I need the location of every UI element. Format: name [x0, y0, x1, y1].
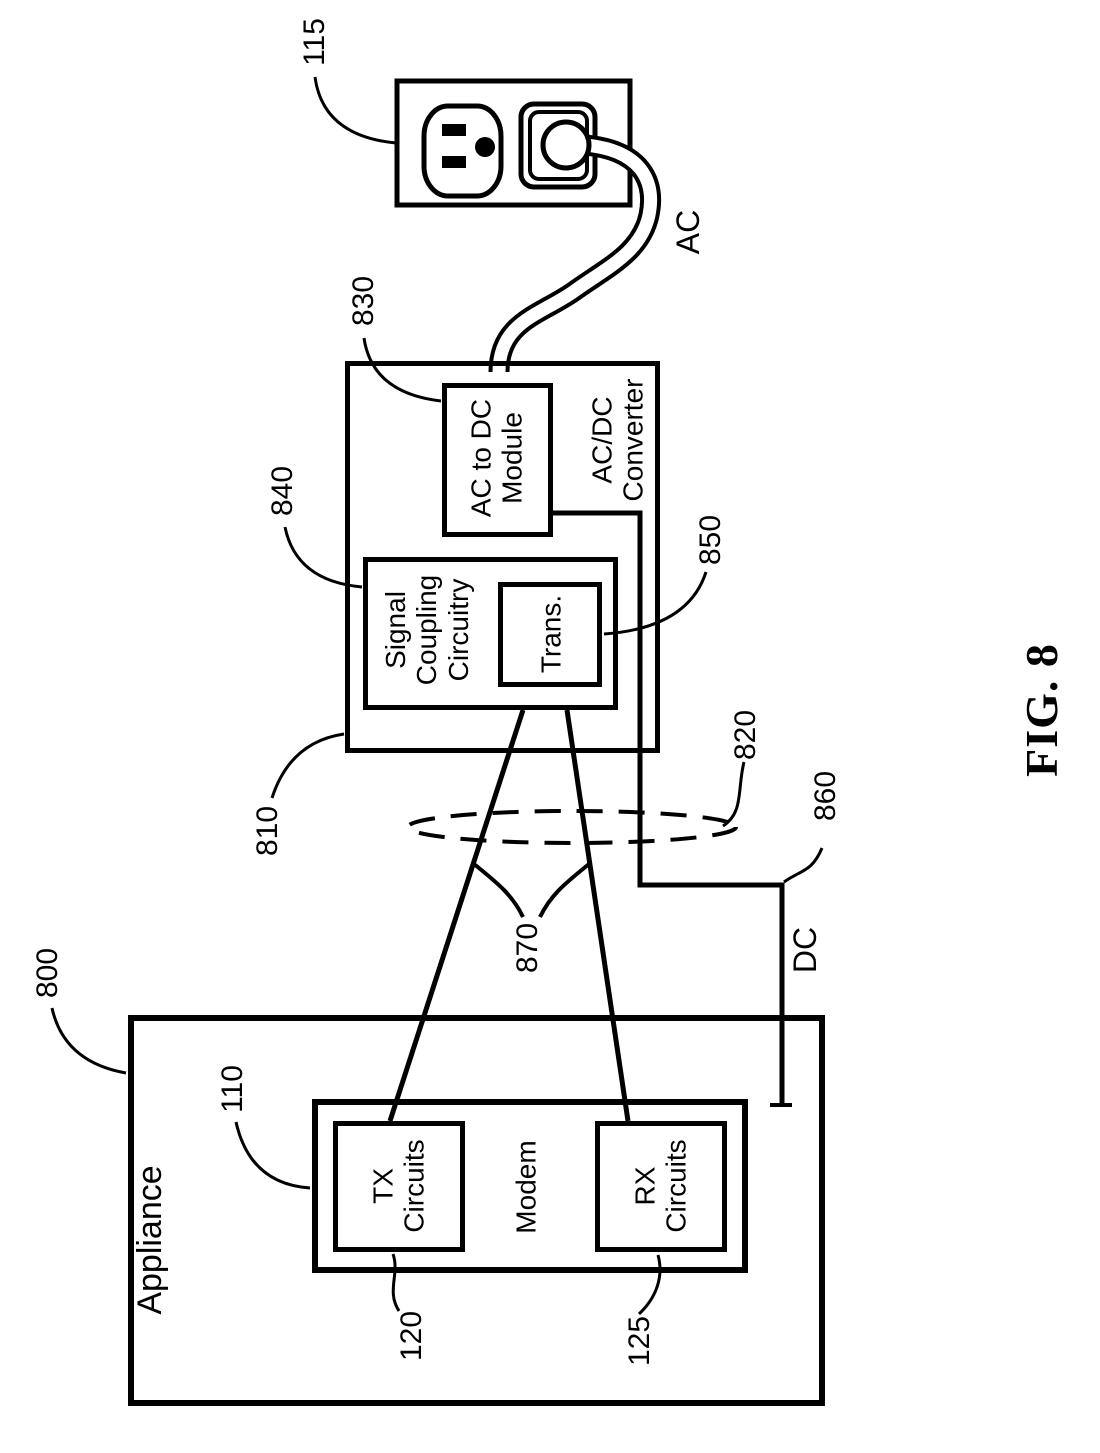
receptacle-ground-hole-icon	[475, 137, 495, 157]
dc-wire-label: DC	[787, 926, 824, 974]
ref-850-transformer: 850	[694, 514, 728, 566]
ref-120-tx: 120	[395, 1310, 429, 1362]
ref-810-converter: 810	[251, 805, 285, 857]
leader-115	[313, 76, 397, 145]
leader-860	[783, 847, 824, 884]
ref-860-dcline: 860	[809, 770, 843, 822]
converter-label: AC/DC Converter	[586, 378, 649, 502]
ref-830-module: 830	[347, 275, 381, 327]
ref-820-powerline: 820	[729, 709, 763, 761]
ref-800-appliance: 800	[31, 947, 65, 999]
receptacle-face-icon	[421, 103, 504, 199]
modem-label: Modem	[510, 1140, 542, 1234]
tx-circuits-box	[333, 1121, 465, 1252]
transformer-label: Trans.	[535, 594, 567, 674]
ac-dc-module-label: AC to DC Module	[465, 398, 528, 518]
dc-power-line	[553, 510, 785, 1105]
appliance-box	[128, 1015, 825, 1406]
leader-820	[722, 761, 746, 828]
ref-870-signals: 870	[511, 922, 545, 974]
power-line-ellipse	[406, 809, 738, 845]
transformer-box	[498, 582, 602, 687]
ac-dc-module-box	[442, 383, 553, 537]
figure-label: FIG. 8	[1016, 643, 1068, 777]
rx-signal-line	[564, 709, 631, 1122]
leader-810	[270, 732, 345, 799]
appliance-label: Appliance	[130, 1165, 169, 1315]
signal-coupling-label: Signal Coupling Circuitry	[379, 574, 474, 686]
rx-circuits-label: RX Circuits	[629, 1139, 692, 1233]
tx-signal-line	[387, 709, 526, 1122]
ref-110-modem: 110	[216, 1065, 250, 1113]
signal-brace-left	[472, 862, 525, 918]
modem-box	[312, 1099, 748, 1273]
ref-115-outlet: 115	[298, 18, 332, 66]
ac-cord-core	[492, 138, 658, 373]
ref-125-rx: 125	[623, 1315, 657, 1367]
ref-840-coupling: 840	[266, 465, 300, 517]
outlet-box	[394, 78, 633, 208]
leader-830	[362, 337, 442, 403]
rx-circuits-box	[595, 1121, 727, 1252]
plug-boot-icon	[540, 119, 592, 171]
leader-120	[391, 1253, 401, 1312]
receptacle-slot-icon	[442, 124, 466, 136]
leader-110	[234, 1121, 311, 1190]
leader-850	[603, 571, 708, 636]
tx-circuits-label: TX Circuits	[367, 1139, 430, 1233]
converter-box	[345, 361, 660, 753]
signal-brace-right	[538, 862, 591, 918]
ac-wire-label: AC	[670, 209, 707, 255]
receptacle-slot-icon	[442, 156, 466, 168]
leader-125	[637, 1254, 662, 1316]
leader-800	[50, 1007, 127, 1075]
signal-coupling-box	[363, 557, 618, 710]
